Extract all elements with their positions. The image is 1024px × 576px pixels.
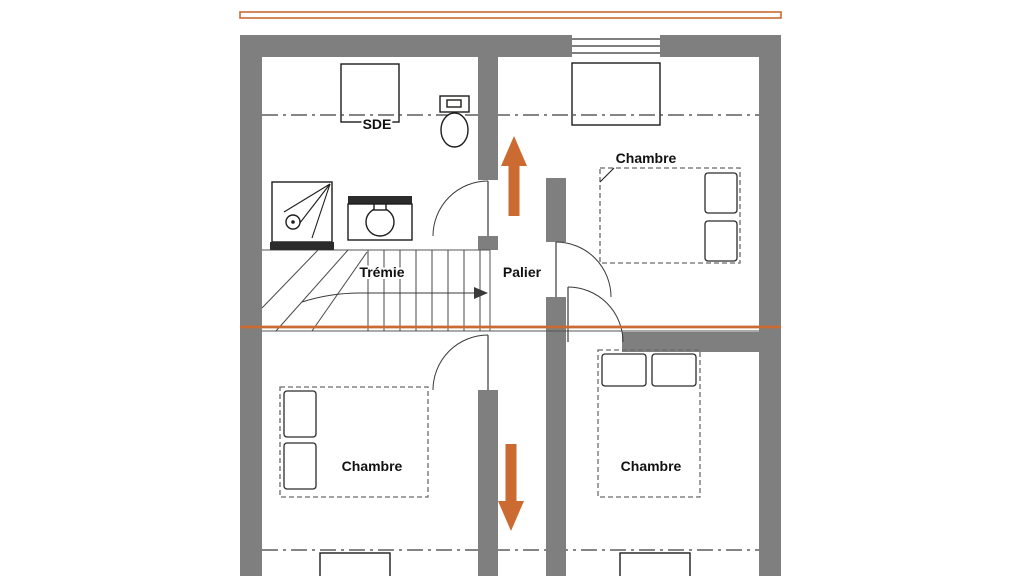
room-label-tremie: Trémie	[359, 264, 404, 280]
pillow-icon	[704, 220, 738, 262]
door-swing-arc	[432, 334, 489, 391]
velux-icon	[619, 552, 691, 576]
pillow-icon	[601, 353, 647, 387]
bed-outline	[279, 386, 429, 498]
bed-fold-line	[599, 167, 615, 183]
shower-drain-dot	[291, 220, 295, 224]
pillow-icon	[704, 172, 738, 214]
walls	[240, 35, 781, 576]
direction-arrows	[498, 136, 527, 531]
washbasin-backsplash	[348, 196, 412, 204]
velux-icon	[571, 62, 661, 126]
stair-walking-line	[301, 292, 478, 303]
wall-bottom-right-room-top	[622, 332, 759, 352]
wall-left	[240, 35, 262, 576]
stair-winder	[311, 251, 368, 332]
room-label-sde: SDE	[363, 116, 392, 132]
door-swing-arc	[432, 180, 489, 237]
door-swing-arc	[567, 286, 624, 343]
velux-icon	[319, 552, 391, 576]
wall-palier-right-lower	[546, 297, 566, 576]
wall-bottom-left-room-divider	[478, 390, 498, 576]
accent-overlays	[239, 11, 782, 329]
stair-direction-arrowhead	[474, 287, 488, 299]
shower-ray	[311, 183, 331, 239]
room-label-chambre-top-right: Chambre	[616, 150, 677, 166]
wall-top-right-segment	[660, 35, 781, 57]
down-arrow-icon	[498, 444, 524, 531]
stair-winder	[261, 249, 319, 309]
toilet-bowl-icon	[440, 112, 469, 148]
shower-icon	[271, 181, 333, 243]
bed-top-right	[599, 167, 741, 264]
door-swing-arc	[555, 241, 612, 298]
bed-bottom-left	[279, 386, 429, 498]
shower-edge-wall	[270, 242, 334, 250]
doors	[432, 180, 624, 391]
velux-symbols-bottom	[319, 552, 691, 576]
pillow-icon	[651, 353, 697, 387]
pillow-icon	[283, 390, 317, 438]
room-labels: SDE Trémie Palier Chambre Chambre Chambr…	[340, 114, 684, 476]
shower-ray	[283, 183, 331, 213]
pillow-icon	[283, 442, 317, 490]
axis-lines	[262, 114, 759, 551]
washbasin-faucet-icon	[373, 203, 387, 211]
washbasin-bowl-icon	[365, 207, 395, 237]
stair-winder	[275, 249, 349, 332]
bed-outline	[597, 349, 701, 498]
toilet-flush-icon	[446, 99, 462, 108]
shower-ray	[295, 183, 331, 229]
bed-outline	[599, 167, 741, 264]
staircase	[261, 249, 488, 332]
bed-bottom-right	[597, 349, 701, 498]
window-top-wall	[572, 38, 660, 54]
wall-palier-right-upper	[546, 178, 566, 242]
velux-icon	[340, 63, 400, 123]
top-accent-band	[239, 11, 782, 19]
wall-right	[759, 35, 781, 576]
bathroom-fixtures	[270, 95, 470, 250]
room-label-chambre-bottom-right: Chambre	[621, 458, 682, 474]
wall-top-left-segment	[240, 35, 572, 57]
room-label-palier: Palier	[503, 264, 542, 280]
wall-door-stub	[478, 236, 498, 250]
wall-sde-divider	[478, 57, 498, 180]
room-label-chambre-bottom-left: Chambre	[342, 458, 403, 474]
up-arrow-icon	[501, 136, 527, 216]
